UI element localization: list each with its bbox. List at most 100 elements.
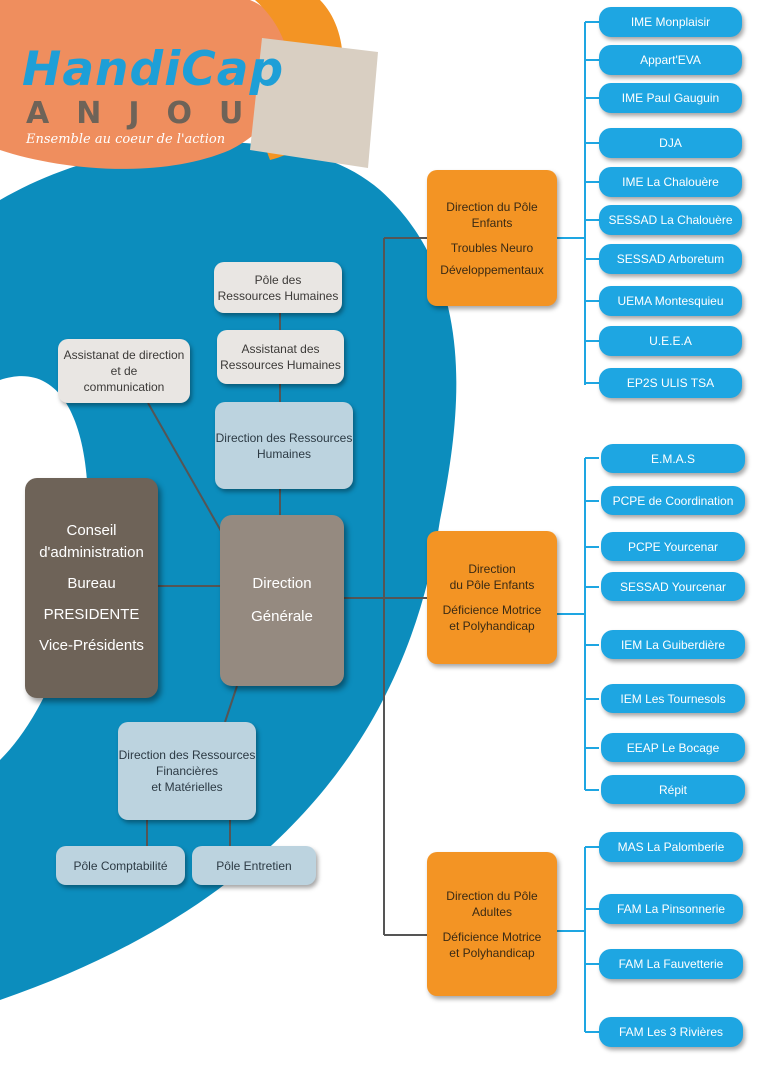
rh-pole-line: Pôle des [254,272,302,287]
leaf-label: FAM La Pinsonnerie [616,902,726,916]
leaf-box: U.E.E.A [599,326,742,356]
leaf-label: DJA [659,136,682,150]
leaf-label: IME Monplaisir [630,15,711,29]
leaf-label: EEAP Le Bocage [626,740,720,755]
pole-enfants-tnd-box: Direction du Pôle Enfants Troubles Neuro… [427,170,557,306]
leaf-box: IEM Les Tournesols [601,684,745,713]
leaf-box: UEMA Montesquieu [599,286,742,316]
pole-subtitle-line: et Polyhandicap [449,619,535,633]
leaf-label: PCPE de Coordination [612,493,734,508]
pole-subtitle-line: Développementaux [440,262,544,277]
pole-subtitle-line: et Polyhandicap [449,945,535,960]
conseil-line: Bureau [67,574,116,592]
logo-title: HandiCap [22,42,285,97]
pole-title-line: Adultes [471,904,513,919]
drfm-line: et Matérielles [151,780,223,794]
logo-subtitle: ANJOU [26,96,271,131]
leaf-box: IME Paul Gauguin [599,83,742,113]
leaf-label: IEM La Guiberdière [620,637,726,652]
leaf-box: FAM Les 3 Rivières [599,1017,743,1047]
leaf-box: SESSAD La Chalouère [599,205,742,235]
rh-assistant-line: Ressources Humaines [220,358,341,372]
drfm-line: Financières [155,764,219,778]
pole-title-line: Direction [468,562,516,576]
conseil-line: Conseil [66,521,117,539]
connector-comm-dg [147,402,226,539]
leaf-label: IEM Les Tournesols [620,691,726,706]
leaf-label: IME La Chalouère [622,175,719,189]
rh-pole-box: Pôle des Ressources Humaines [214,262,342,313]
leaf-label: MAS La Palomberie [617,840,725,854]
rh-assistant-line: Assistanat des [241,342,320,356]
dg-box: Direction Générale [220,515,344,686]
rh-assistant-box: Assistanat des Ressources Humaines [217,330,344,384]
leaf-label: Appart'EVA [640,53,701,67]
leaf-label: U.E.E.A [649,334,692,348]
comm-assistant-line: et de [110,364,138,378]
leaf-label: UEMA Montesquieu [617,294,724,308]
bracket-pole2 [557,458,586,790]
rh-pole-line: Ressources Humaines [217,288,339,303]
leaf-box: EP2S ULIS TSA [599,368,742,398]
pole-subtitle-line: Déficience Motrice [442,603,542,617]
bracket-pole1 [557,22,586,385]
pole-adultes-box: Direction du Pôle Adultes Déficience Mot… [427,852,557,996]
pole-enfants-dmp-box: Direction du Pôle Enfants Déficience Mot… [427,531,557,664]
leaf-box: PCPE de Coordination [601,486,745,515]
leaf-box: E.M.A.S [601,444,745,473]
leaf-box: FAM La Fauvetterie [599,949,743,979]
bracket-pole3 [557,847,586,1032]
connector-dg-drfm [224,685,238,723]
logo-tagline: Ensemble au coeur de l'action [26,132,226,147]
leaf-box: SESSAD Yourcenar [601,572,745,601]
compta-box: Pôle Comptabilité [56,846,185,885]
leaf-label: PCPE Yourcenar [627,539,719,554]
leaf-box: SESSAD Arboretum [599,244,742,274]
leaf-ticks-pole2 [585,457,599,791]
leaf-box: Répit [601,775,745,804]
pole-title-line: du Pôle Enfants [449,578,535,592]
drh-line: Direction des Ressources [215,430,353,445]
pole-title-line: Enfants [471,215,513,230]
leaf-box: FAM La Pinsonnerie [599,894,743,924]
leaf-label: SESSAD Arboretum [616,252,725,266]
pole-subtitle-line: Déficience Motrice [442,929,542,944]
drh-box: Direction des Ressources Humaines [215,402,353,489]
leaf-label: FAM Les 3 Rivières [618,1025,724,1039]
leaf-box: IME La Chalouère [599,167,742,197]
leaf-box: EEAP Le Bocage [601,733,745,762]
drfm-line: Direction des Ressources [118,748,256,762]
pole-title-line: Direction du Pôle [446,888,538,903]
leaf-label: E.M.A.S [650,451,695,466]
orange-blob-shape [0,0,289,169]
leaf-box: Appart'EVA [599,45,742,75]
conseil-line: d'administration [39,543,144,561]
conseil-line: Vice-Présidents [39,636,144,654]
entretien-label: Pôle Entretien [216,858,292,873]
dg-line: Direction [252,575,312,592]
leaf-label: SESSAD La Chalouère [608,213,733,227]
dg-line: Générale [251,608,313,625]
drfm-box: Direction des Ressources Financières et … [118,722,256,820]
leaf-ticks-pole1 [585,21,599,384]
leaf-label: SESSAD Yourcenar [619,579,727,594]
leaf-label: IME Paul Gauguin [621,91,720,105]
leaf-ticks-pole3 [585,846,599,1033]
leaf-box: IME Monplaisir [599,7,742,37]
pole-subtitle-line: Troubles Neuro [450,240,534,255]
entretien-box: Pôle Entretien [192,846,316,885]
pole-title-line: Direction du Pôle [446,199,538,214]
leaf-box: DJA [599,128,742,158]
comm-assistant-line: Assistanat de direction [63,348,185,362]
conseil-line: PRESIDENTE [43,605,140,623]
leaf-label: FAM La Fauvetterie [618,957,724,971]
drh-line: Humaines [256,446,312,461]
leaf-box: PCPE Yourcenar [601,532,745,561]
compta-label: Pôle Comptabilité [73,858,168,873]
paper-sheet-shape [250,38,378,168]
comm-assistant-line: communication [83,380,165,394]
leaf-label: EP2S ULIS TSA [626,376,715,390]
leaf-box: MAS La Palomberie [599,832,743,862]
